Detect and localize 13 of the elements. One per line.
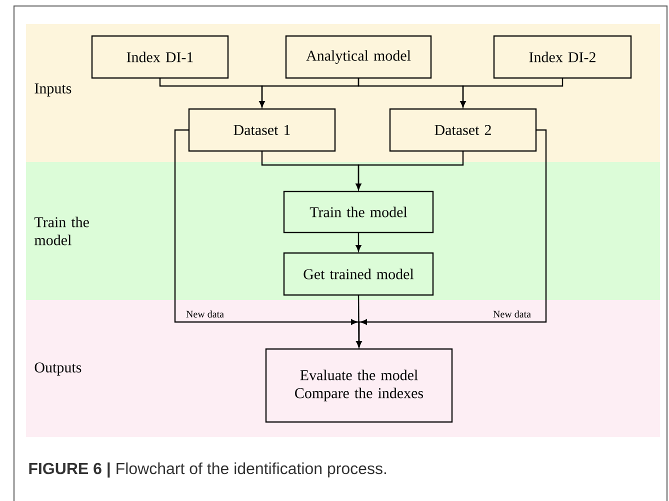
- process-box: Train the model: [283, 190, 434, 234]
- process-box: Analytical model: [285, 35, 432, 79]
- caption: FIGURE 6 | Flowchart of the identification process.: [29, 462, 386, 478]
- process-box: Index DI-1: [91, 35, 229, 79]
- process-box: Evaluate the model Compare the indexes: [265, 348, 453, 423]
- arrow: [356, 129, 547, 348]
- process-box: Get trained model: [283, 252, 434, 296]
- arrow: [356, 151, 464, 190]
- arrow: [356, 232, 362, 252]
- process-box: Dataset 2: [389, 108, 537, 152]
- arrow: [460, 78, 564, 108]
- process-box: Index DI-2: [493, 35, 632, 79]
- process-box: Dataset 1: [188, 108, 336, 152]
